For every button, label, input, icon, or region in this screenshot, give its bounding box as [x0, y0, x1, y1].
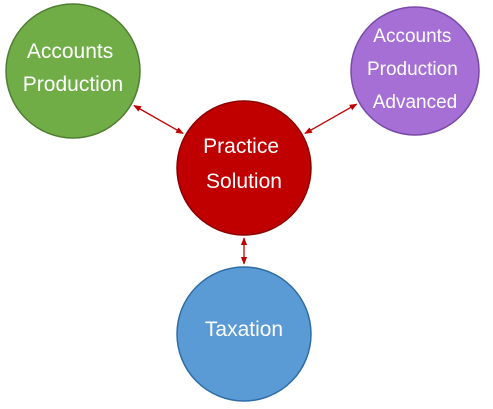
label-line: Solution — [206, 170, 282, 193]
label-taxation: Taxation — [205, 318, 283, 341]
label-line: Production — [23, 73, 123, 96]
node-practice-solution — [176, 100, 312, 236]
label-line: Advanced — [373, 92, 458, 113]
node-taxation — [176, 266, 312, 402]
label-accounts-production: Accounts Production — [23, 40, 123, 96]
connector-practice-accounts — [133, 104, 184, 135]
node-accounts-production — [5, 3, 141, 139]
label-line: Accounts — [373, 26, 451, 47]
label-line: Taxation — [205, 318, 283, 341]
label-line: Accounts — [27, 40, 113, 63]
label-accounts-production-advanced: Accounts Production Advanced — [367, 26, 463, 113]
node-accounts-production-advanced — [350, 6, 480, 136]
label-line: Production — [367, 59, 458, 80]
label-practice-solution: Practice Solution — [203, 135, 285, 193]
label-line: Practice — [203, 135, 279, 158]
connector-practice-advanced — [304, 103, 358, 135]
